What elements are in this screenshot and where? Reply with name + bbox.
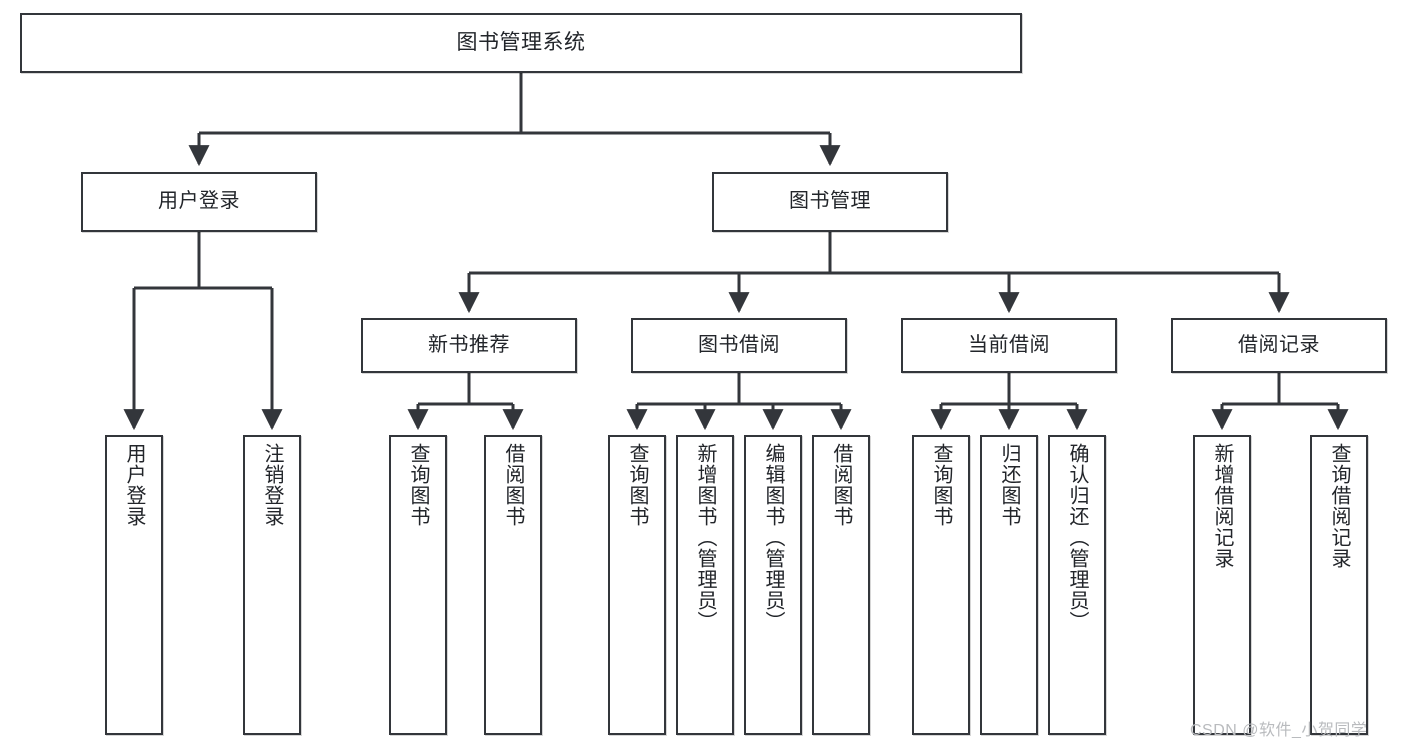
leaf-return-book[interactable]: 归还图书	[980, 435, 1038, 735]
node-label: 图书借阅	[698, 333, 780, 356]
node-current-borrow[interactable]: 当前借阅	[901, 318, 1117, 373]
node-borrow-record[interactable]: 借阅记录	[1171, 318, 1387, 373]
node-label: 确认归还（管理员）	[1066, 443, 1088, 632]
leaf-borrow-book-recommend[interactable]: 借阅图书	[484, 435, 542, 735]
node-root-system[interactable]: 图书管理系统	[20, 13, 1022, 73]
node-label: 查询图书	[407, 443, 429, 527]
node-label: 新增借阅记录	[1211, 443, 1233, 569]
node-label: 注销登录	[261, 443, 283, 527]
node-label: 借阅记录	[1238, 333, 1320, 356]
node-label: 图书管理	[789, 190, 871, 213]
leaf-edit-book-admin[interactable]: 编辑图书（管理员）	[744, 435, 802, 735]
node-label: 用户登录	[123, 443, 145, 527]
node-label: 查询图书	[930, 443, 952, 527]
watermark: CSDN @软件_小贺同学	[1190, 722, 1368, 739]
leaf-query-book-borrow[interactable]: 查询图书	[608, 435, 666, 735]
node-label: 借阅图书	[830, 443, 852, 527]
leaf-confirm-return-admin[interactable]: 确认归还（管理员）	[1048, 435, 1106, 735]
node-book-management[interactable]: 图书管理	[712, 172, 948, 232]
node-label: 新书推荐	[428, 333, 510, 356]
leaf-borrow-book[interactable]: 借阅图书	[812, 435, 870, 735]
node-label: 新增图书（管理员）	[694, 443, 716, 632]
node-label: 查询图书	[626, 443, 648, 527]
node-label: 当前借阅	[968, 333, 1050, 356]
node-label: 用户登录	[158, 190, 240, 213]
node-new-book-recommend[interactable]: 新书推荐	[361, 318, 577, 373]
node-label: 图书管理系统	[456, 30, 586, 54]
leaf-user-login[interactable]: 用户登录	[105, 435, 163, 735]
leaf-add-borrow-record[interactable]: 新增借阅记录	[1193, 435, 1251, 735]
leaf-query-borrow-record[interactable]: 查询借阅记录	[1310, 435, 1368, 735]
node-label: 编辑图书（管理员）	[762, 443, 784, 632]
leaf-query-book-recommend[interactable]: 查询图书	[389, 435, 447, 735]
leaf-add-book-admin[interactable]: 新增图书（管理员）	[676, 435, 734, 735]
node-label: 查询借阅记录	[1328, 443, 1350, 569]
node-label: 借阅图书	[502, 443, 524, 527]
leaf-query-book-current[interactable]: 查询图书	[912, 435, 970, 735]
node-label: 归还图书	[998, 443, 1020, 527]
node-book-borrow[interactable]: 图书借阅	[631, 318, 847, 373]
node-user-login[interactable]: 用户登录	[81, 172, 317, 232]
leaf-logout[interactable]: 注销登录	[243, 435, 301, 735]
